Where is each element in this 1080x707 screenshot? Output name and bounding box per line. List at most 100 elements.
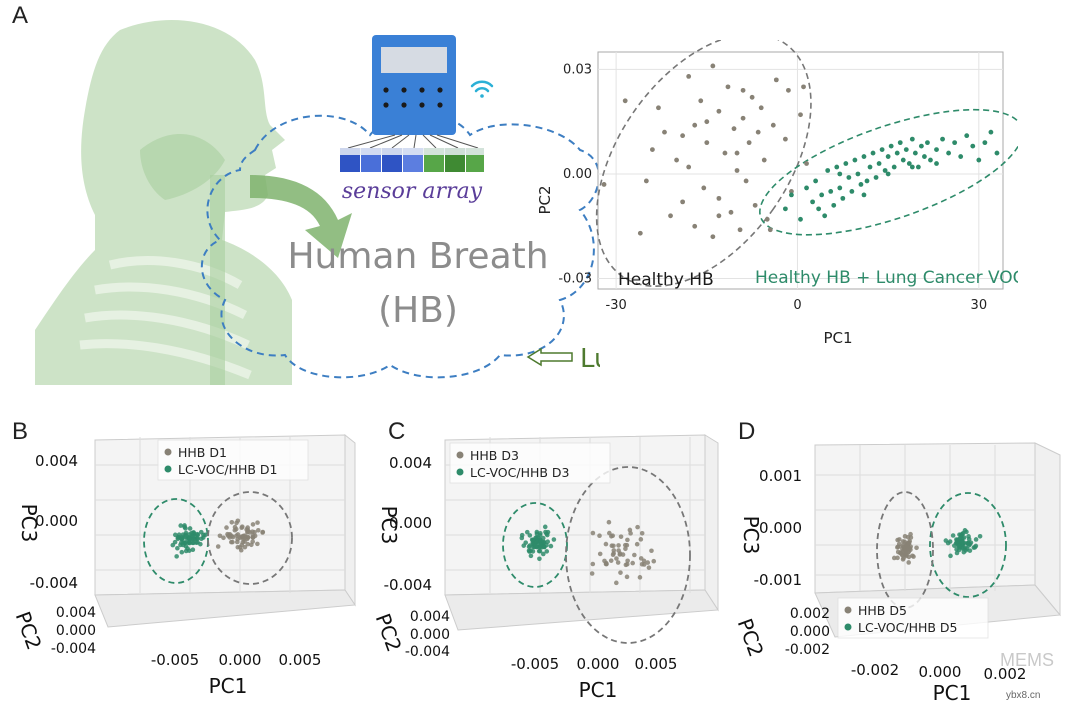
data-point-healthy — [645, 560, 651, 565]
x-tick-label: 0.005 — [635, 655, 678, 673]
y-axis-label: PC2 — [371, 610, 407, 655]
data-point-lung-cancer — [870, 150, 876, 156]
y-tick-label: 0.000 — [56, 623, 96, 639]
data-point-healthy — [770, 122, 776, 128]
data-point-lung-cancer — [834, 164, 840, 170]
y-tick-label: 0.004 — [410, 609, 450, 625]
data-point-healthy — [755, 129, 761, 135]
data-point-healthy — [607, 530, 612, 536]
data-point-lung-cancer — [977, 534, 983, 539]
data-point-lung-cancer — [191, 536, 197, 542]
data-point-healthy — [716, 195, 722, 201]
data-point-lung-cancer — [876, 161, 882, 166]
data-point-healthy — [891, 555, 897, 561]
data-point-healthy — [639, 530, 645, 536]
data-point-lung-cancer — [179, 549, 185, 555]
panel-letter-b: B — [12, 418, 29, 445]
z-tick-label: 0.004 — [35, 452, 78, 470]
data-point-lung-cancer — [548, 543, 554, 549]
data-point-lung-cancer — [966, 536, 972, 542]
data-point-healthy — [646, 565, 652, 570]
panel-letter-a: A — [12, 2, 29, 29]
data-point-healthy — [221, 535, 226, 541]
data-point-healthy — [232, 524, 238, 530]
panel-letter-d: D — [738, 418, 756, 445]
data-point-lung-cancer — [538, 542, 543, 547]
data-point-lung-cancer — [950, 533, 956, 538]
data-point-healthy — [611, 548, 617, 553]
data-point-lung-cancer — [536, 535, 541, 540]
data-point-lung-cancer — [540, 551, 546, 557]
data-point-healthy — [603, 560, 609, 566]
z-tick-label: 0.000 — [389, 514, 432, 532]
y-tick-label: 0.000 — [410, 627, 450, 643]
annotation-healthy: Healthy HB — [618, 270, 714, 290]
data-point-lung-cancer — [982, 140, 988, 146]
data-point-lung-cancer — [994, 150, 1000, 156]
data-point-healthy — [224, 525, 229, 530]
breath-title-line1: Human Breath — [287, 236, 548, 277]
data-point-lung-cancer — [912, 150, 918, 156]
data-point-lung-cancer — [190, 547, 196, 552]
data-point-lung-cancer — [185, 546, 190, 551]
data-point-lung-cancer — [976, 157, 982, 163]
data-point-healthy — [615, 560, 621, 565]
data-point-lung-cancer — [861, 154, 867, 159]
z-tick-label: -0.001 — [754, 571, 802, 589]
data-point-healthy — [239, 525, 245, 531]
ribcage — [79, 256, 252, 380]
data-point-lung-cancer — [542, 524, 548, 530]
data-point-healthy — [260, 529, 266, 535]
data-point-lung-cancer — [954, 550, 960, 556]
data-point-lung-cancer — [958, 154, 964, 159]
data-point-healthy — [786, 87, 791, 93]
data-point-healthy — [782, 136, 788, 142]
data-point-healthy — [728, 209, 734, 215]
data-point-healthy — [686, 73, 692, 79]
legend-label: LC-VOC/HHB D1 — [178, 462, 278, 477]
data-point-lung-cancer — [533, 543, 539, 548]
data-point-lung-cancer — [948, 553, 953, 559]
data-point-healthy — [590, 530, 596, 536]
x-tick-label: 0.000 — [919, 663, 962, 681]
plot-frame — [597, 51, 1004, 290]
legend-label: HHB D1 — [178, 445, 227, 460]
floor-wall — [444, 589, 719, 631]
human-silhouette — [35, 20, 292, 385]
data-point-lung-cancer — [965, 541, 971, 546]
data-point-lung-cancer — [798, 216, 803, 222]
x-tick-label: -0.005 — [511, 655, 559, 673]
data-point-healthy — [649, 548, 654, 554]
data-point-healthy — [740, 115, 746, 121]
data-point-healthy — [622, 98, 628, 104]
watermark-brand: MEMS — [1000, 650, 1054, 670]
data-point-lung-cancer — [837, 171, 843, 177]
data-point-lung-cancer — [537, 548, 543, 554]
data-point-healthy — [601, 182, 607, 187]
z-tick-label: 0.001 — [759, 467, 802, 485]
data-point-lung-cancer — [934, 147, 939, 152]
data-point-healthy — [704, 140, 710, 146]
data-point-healthy — [692, 122, 698, 128]
data-point-lung-cancer — [537, 556, 542, 562]
data-point-lung-cancer — [873, 175, 879, 180]
data-point-healthy — [910, 553, 915, 559]
data-point-healthy — [698, 98, 704, 104]
watermark-site: ybx8.cn — [1006, 690, 1041, 701]
legend-marker — [164, 465, 172, 473]
data-point-healthy — [634, 541, 640, 547]
breath-title-line2: (HB) — [378, 290, 458, 331]
data-point-lung-cancer — [909, 164, 915, 170]
x-axis-label: PC1 — [209, 674, 248, 698]
data-point-lung-cancer — [894, 150, 900, 156]
data-point-healthy — [614, 556, 619, 561]
legend-box — [837, 597, 989, 639]
data-point-lung-cancer — [187, 540, 192, 546]
legend-label: HHB D3 — [470, 448, 519, 463]
data-point-healthy — [624, 542, 630, 548]
